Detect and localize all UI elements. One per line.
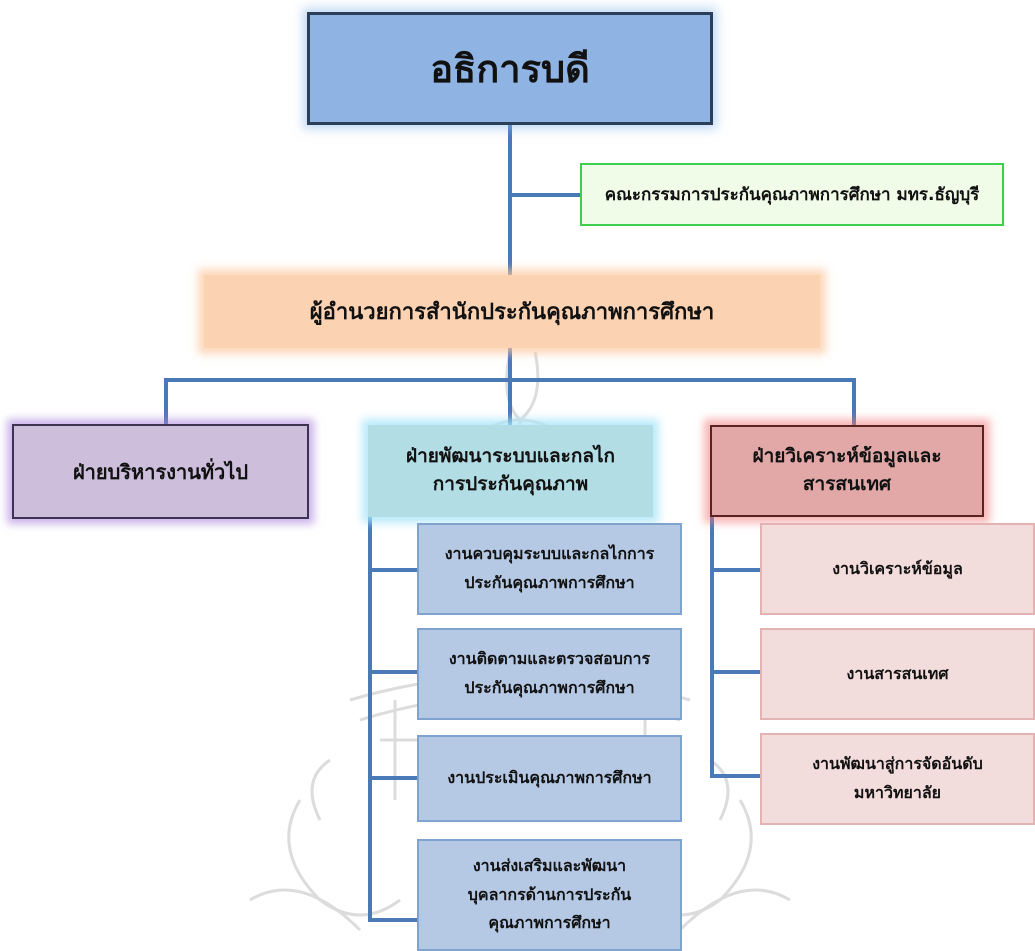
qa-unit-label-line3: คุณภาพการศึกษา xyxy=(488,913,611,933)
data-unit-label-line2: มหาวิทยาลัย xyxy=(853,783,942,802)
data-unit-label-line1: งานพัฒนาสู่การจัดอันดับ xyxy=(812,754,983,774)
qa-system-division-label-line2: การประกันคุณภาพ xyxy=(432,473,589,495)
data-unit-box: งานสารสนเทศ xyxy=(760,628,1035,720)
qa-unit-label-line2: ประกันคุณภาพการศึกษา xyxy=(464,573,635,592)
qa-unit-label-line1: งานประเมินคุณภาพการศึกษา xyxy=(447,768,652,788)
data-analysis-division-label-line2: สารสนเทศ xyxy=(802,473,892,495)
qa-unit-label-line1: งานควบคุมระบบและกลไกการ xyxy=(444,544,655,564)
qa-unit-box: งานประเมินคุณภาพการศึกษา xyxy=(417,735,682,822)
qa-unit-label-line2: บุคลากรด้านการประกัน xyxy=(467,884,632,904)
director-box: ผู้อำนวยการสำนักประกันคุณภาพการศึกษา xyxy=(204,275,820,348)
qa-unit-label-line1: งานส่งเสริมและพัฒนา xyxy=(472,855,627,875)
data-unit-box: งานวิเคราะห์ข้อมูล xyxy=(760,523,1035,615)
data-analysis-division-label-line1: ฝ่ายวิเคราะห์ข้อมูลและ xyxy=(752,445,942,468)
qa-unit-label-line1: งานติดตามและตรวจสอบการ xyxy=(448,649,651,669)
qa-unit-box: งานติดตามและตรวจสอบการ ประกันคุณภาพการศึ… xyxy=(417,628,682,720)
committee-box: คณะกรรมการประกันคุณภาพการศึกษา มทร.ธัญบุ… xyxy=(580,163,1004,226)
general-admin-division-box: ฝ่ายบริหารงานทั่วไป xyxy=(12,424,309,519)
data-unit-label-line1: งานสารสนเทศ xyxy=(846,663,949,683)
qa-system-division-label-line1: ฝ่ายพัฒนาระบบและกลไก xyxy=(405,445,616,468)
director-label: ผู้อำนวยการสำนักประกันคุณภาพการศึกษา xyxy=(309,300,715,325)
qa-unit-box: งานส่งเสริมและพัฒนา บุคลากรด้านการประกัน… xyxy=(417,839,682,951)
committee-label: คณะกรรมการประกันคุณภาพการศึกษา มทร.ธัญบุ… xyxy=(604,185,980,205)
data-analysis-division-box: ฝ่ายวิเคราะห์ข้อมูลและ สารสนเทศ xyxy=(710,425,984,517)
qa-unit-box: งานควบคุมระบบและกลไกการ ประกันคุณภาพการศ… xyxy=(417,523,682,615)
general-admin-division-label: ฝ่ายบริหารงานทั่วไป xyxy=(72,459,249,484)
qa-unit-label-line2: ประกันคุณภาพการศึกษา xyxy=(464,678,635,697)
data-unit-box: งานพัฒนาสู่การจัดอันดับ มหาวิทยาลัย xyxy=(760,733,1035,825)
qa-system-division-box: ฝ่ายพัฒนาระบบและกลไก การประกันคุณภาพ xyxy=(368,425,653,517)
president-box: อธิการบดี xyxy=(307,12,713,125)
data-unit-label-line1: งานวิเคราะห์ข้อมูล xyxy=(832,558,963,578)
president-label: อธิการบดี xyxy=(430,47,590,91)
